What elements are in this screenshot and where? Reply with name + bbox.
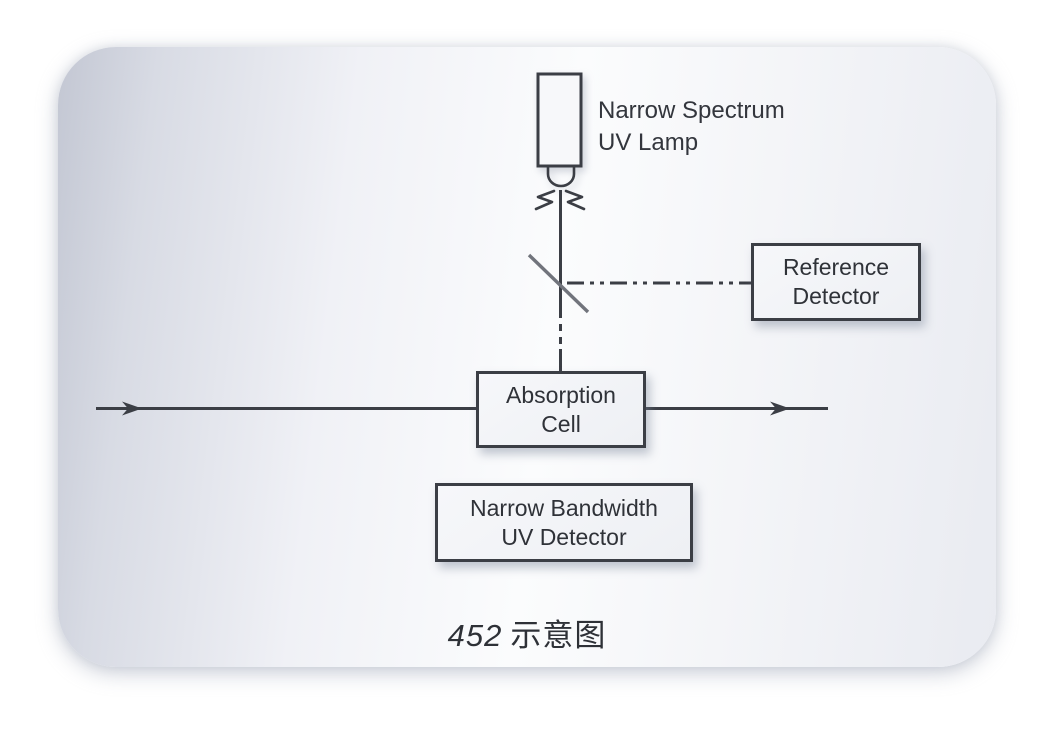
uv-detector-box: Narrow Bandwidth UV Detector [435, 483, 693, 562]
uv-lamp-label-line1: Narrow Spectrum [598, 97, 785, 124]
reference-detector-label-line1: Reference [782, 254, 890, 280]
caption-number: 452 [447, 618, 503, 653]
uv-lamp-label: Narrow Spectrum UV Lamp [598, 95, 785, 159]
diagram-panel [58, 47, 996, 667]
uv-lamp-label-line2: UV Lamp [598, 129, 699, 156]
reference-detector-label-line2: Detector [792, 283, 880, 309]
uv-detector-label-line2: UV Detector [501, 523, 627, 550]
absorption-cell-label-line2: Cell [541, 410, 581, 437]
caption-text: 示意图 [510, 618, 607, 653]
absorption-cell-label-line1: Absorption [506, 381, 616, 408]
absorption-cell-box: Absorption Cell [476, 371, 646, 448]
reference-detector-box: Reference Detector [751, 243, 921, 321]
uv-detector-label-line1: Narrow Bandwidth [470, 494, 658, 521]
